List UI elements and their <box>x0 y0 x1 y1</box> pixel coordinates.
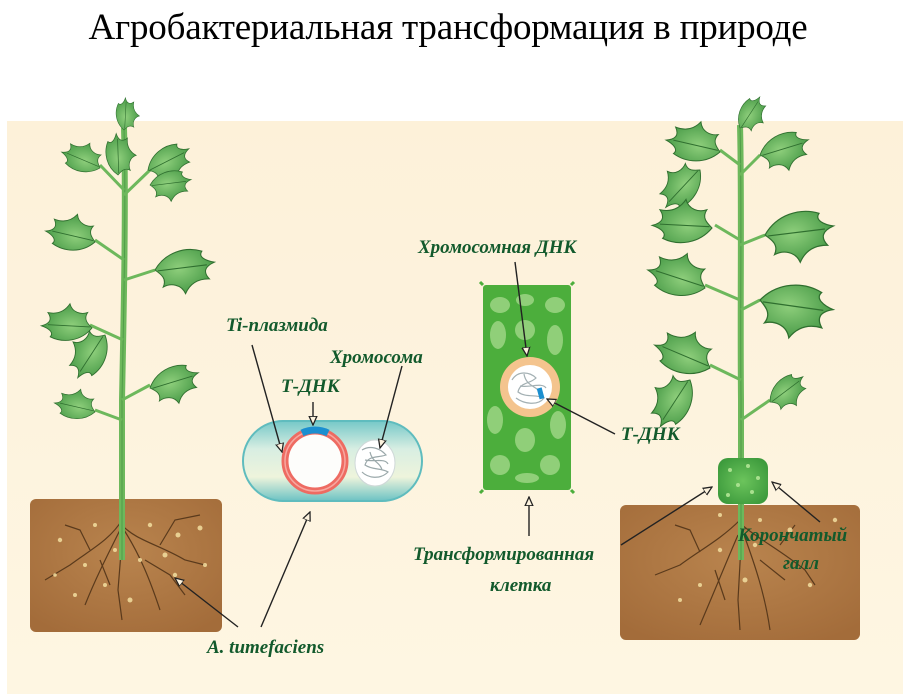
label-chromosome: Хромосома <box>330 347 423 368</box>
label-chromosomal-dna: Хромосомная ДНК <box>418 237 577 258</box>
left-soil-bacteria-dots <box>53 522 207 603</box>
page-title: Агробактериальная трансформация в природ… <box>88 7 808 48</box>
label-t-dna-cell: Т-ДНК <box>621 424 680 445</box>
bacterium <box>242 420 423 502</box>
crown-gall <box>718 458 768 504</box>
t-dna-segment-cell <box>536 387 545 400</box>
label-crown-gall-line1: Корончатый <box>738 525 848 546</box>
right-plant <box>620 91 860 640</box>
label-crown-gall-line2: галл <box>783 553 820 574</box>
right-roots <box>654 519 816 631</box>
label-a-tumefaciens: A. tumefaciens <box>207 637 325 658</box>
label-transformed-cell-line2: клетка <box>490 575 552 596</box>
annotation-arrows <box>175 261 821 628</box>
bacterial-chromosome <box>354 439 396 487</box>
left-soil <box>30 499 222 632</box>
t-dna-segment-bacterium <box>300 426 330 437</box>
label-ti-plasmid: Ti-плазмида <box>226 315 328 336</box>
label-t-dna-bacterium: Т-ДНК <box>281 376 340 397</box>
left-plant <box>30 97 222 632</box>
label-transformed-cell-line1: Трансформированная <box>413 544 595 565</box>
transformed-plant-cell <box>478 280 576 495</box>
